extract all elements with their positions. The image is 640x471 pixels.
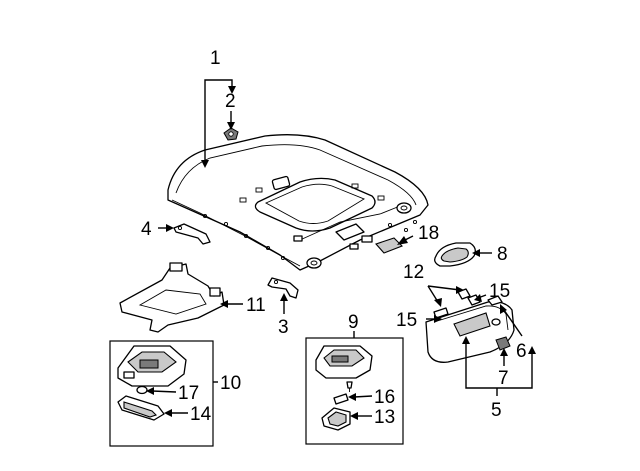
callout-13: 13 [374, 407, 395, 428]
callout-18: 18 [418, 223, 439, 244]
callout-3: 3 [278, 317, 289, 338]
callout-labels: 1 2 3 4 5 6 7 8 9 10 11 12 13 14 15 15 1… [141, 48, 527, 428]
callout-14: 14 [190, 404, 212, 425]
callout-5: 5 [491, 400, 502, 421]
callout-9: 9 [348, 312, 359, 333]
callout-11: 11 [246, 295, 266, 316]
callout-2: 2 [225, 91, 236, 112]
callout-8: 8 [497, 244, 508, 265]
clip-2 [223, 127, 239, 141]
bulb-17 [136, 385, 148, 395]
bracket-3 [267, 277, 299, 299]
callout-10: 10 [220, 373, 241, 394]
headliner [167, 134, 429, 271]
box-10 [109, 340, 214, 447]
screw-9 [346, 381, 353, 392]
callout-17: 17 [178, 383, 199, 404]
callout-16: 16 [374, 387, 395, 408]
lens-13 [321, 407, 351, 431]
map-lamp-9 [315, 345, 373, 379]
leader-lines [146, 79, 536, 420]
overhead-lamp-10 [117, 345, 187, 387]
callout-15-left: 15 [396, 310, 417, 331]
callout-4: 4 [141, 219, 152, 240]
callout-12: 12 [403, 262, 424, 283]
callout-6: 6 [516, 341, 527, 362]
lamp-8 [434, 242, 476, 267]
bracket-4 [173, 223, 211, 245]
callout-1: 1 [210, 48, 221, 69]
callout-15-right: 15 [489, 281, 510, 302]
callout-7: 7 [498, 368, 509, 389]
lens-14 [117, 395, 165, 421]
holder-12 [457, 288, 481, 306]
bulb-16 [333, 393, 349, 405]
pad-18 [375, 237, 403, 254]
frame-11 [119, 262, 225, 333]
holder-7 [495, 336, 511, 351]
